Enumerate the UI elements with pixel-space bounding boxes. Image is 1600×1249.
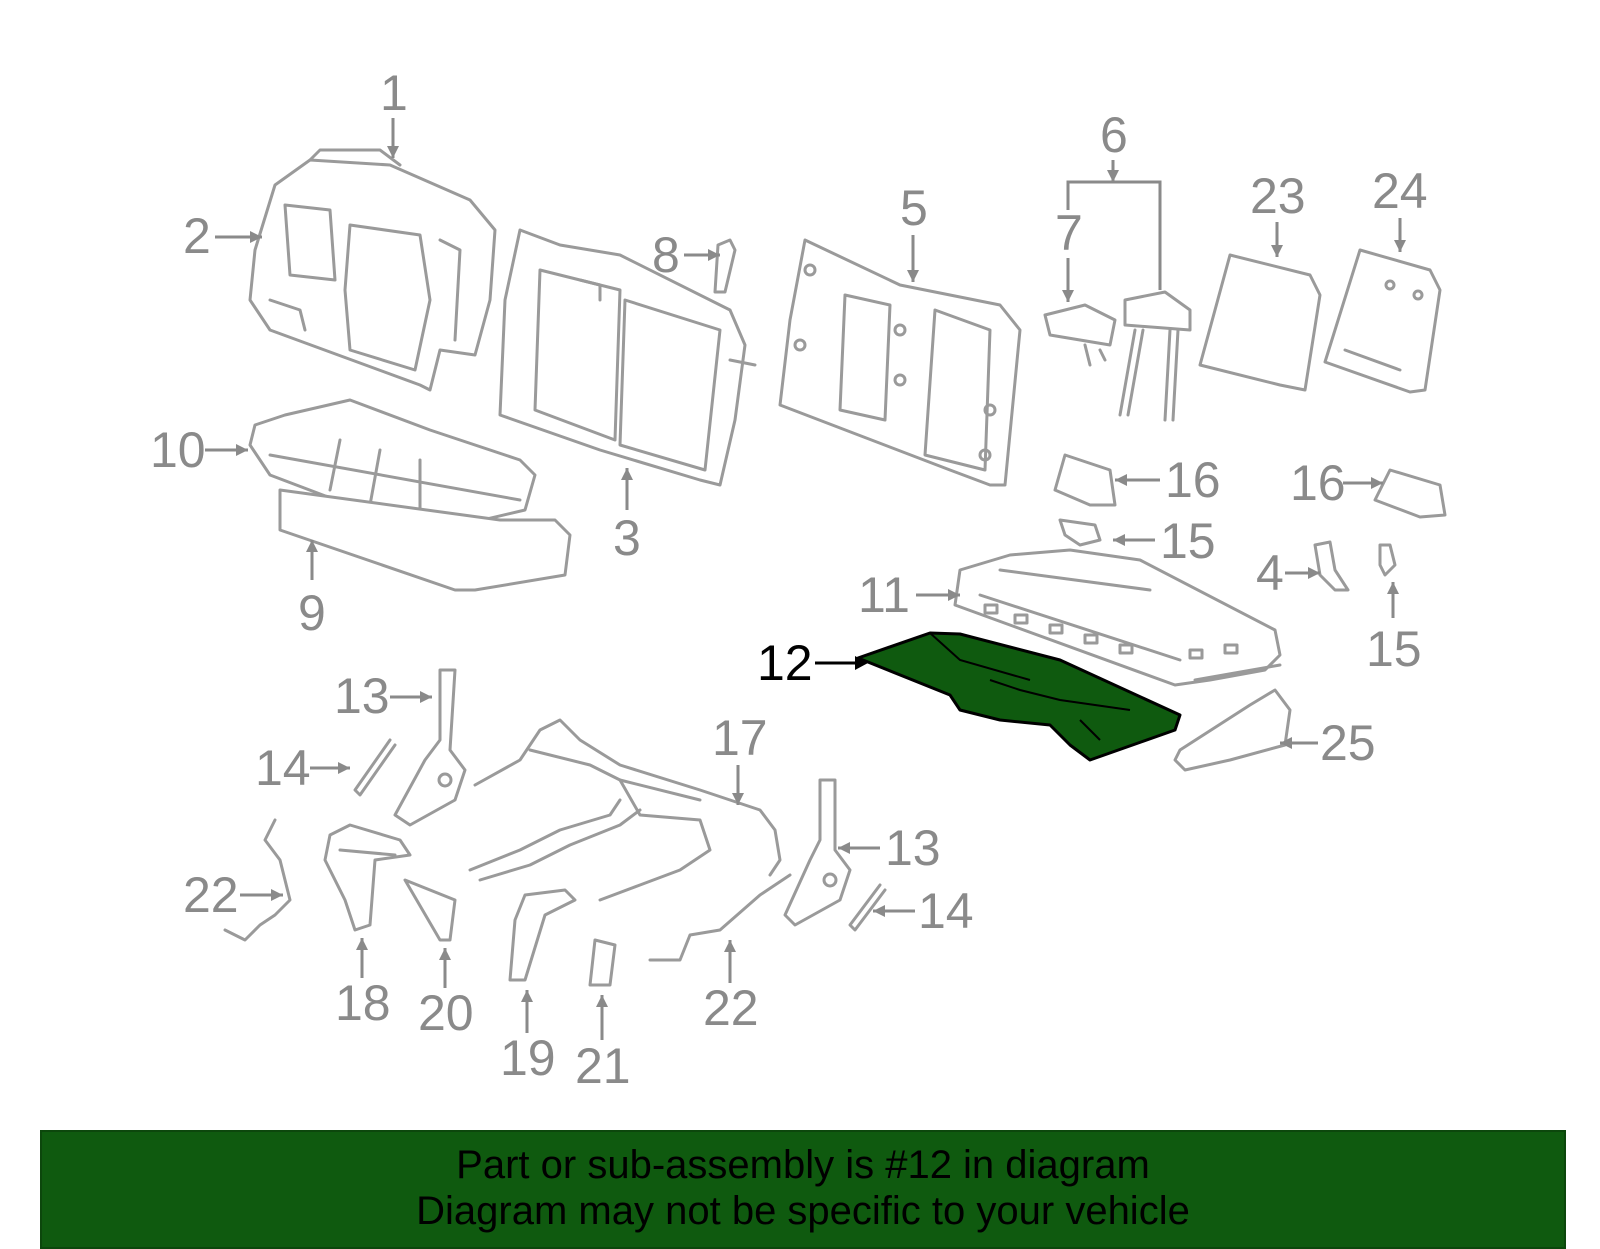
callout-3: 3	[613, 510, 641, 566]
callout-14-b: 14	[918, 883, 974, 939]
leader-arrowhead	[1107, 170, 1119, 182]
leader-arrowhead	[1113, 534, 1125, 546]
leader-arrowhead	[948, 589, 960, 601]
part-cushion-pad-9	[278, 488, 572, 592]
leader-arrowhead	[596, 995, 608, 1007]
banner-line-2: Diagram may not be specific to your vehi…	[416, 1189, 1190, 1233]
callout-17: 17	[712, 710, 768, 766]
part-hinge-13-a	[393, 668, 467, 827]
callout-14-a: 14	[255, 740, 311, 796]
leader-arrowhead	[1308, 567, 1320, 579]
callout-22-a: 22	[183, 867, 239, 923]
leader-arrowhead	[439, 948, 451, 960]
part-cable-22-b	[648, 873, 792, 962]
part-seat-back-panel	[778, 238, 1022, 487]
leader-arrowhead	[907, 270, 919, 282]
callout-6: 6	[1100, 107, 1128, 163]
part-panel-23	[1198, 253, 1322, 392]
part-seat-back-cover	[248, 148, 497, 392]
part-bracket-14-b	[848, 883, 887, 932]
callout-13-a: 13	[334, 668, 390, 724]
part-bumper-15-b	[1378, 543, 1397, 577]
leader-arrowhead	[1115, 474, 1127, 486]
leader-arrowhead	[1271, 245, 1283, 257]
leader-arrowhead	[1062, 290, 1074, 302]
leader-arrowhead	[873, 905, 885, 917]
leader-arrowhead	[420, 691, 432, 703]
leader-arrowhead	[387, 146, 399, 158]
leader-arrowhead	[236, 444, 248, 456]
callout-22-b: 22	[703, 980, 759, 1036]
part-seat-cushion-frame	[953, 548, 1282, 687]
leader-arrowhead	[521, 990, 533, 1002]
leader-arrowhead	[621, 468, 633, 480]
callout-21: 21	[575, 1038, 631, 1094]
callout-10: 10	[150, 422, 206, 478]
part-bracket-18	[323, 823, 412, 932]
part-clip-8	[713, 238, 737, 294]
callout-15-b: 15	[1366, 621, 1422, 677]
callout-layer: 1 2 8 5 6 7 23 24 10 3 9 16 16 15 4 15 1…	[150, 65, 1428, 1094]
callout-19: 19	[500, 1030, 556, 1086]
parts-diagram	[223, 148, 1447, 987]
leader-arrowhead	[356, 938, 368, 950]
part-panel-20	[403, 878, 457, 942]
leader-arrowhead	[250, 231, 262, 243]
part-trim-19	[508, 888, 577, 982]
leader-arrowhead	[708, 249, 720, 261]
part-bumper-15-a	[1058, 518, 1102, 547]
leader-arrowhead	[1280, 737, 1292, 749]
callout-4: 4	[1256, 545, 1284, 601]
leader-arrowhead	[732, 793, 744, 805]
callout-16-a: 16	[1165, 452, 1221, 508]
callout-7: 7	[1055, 205, 1083, 261]
callout-15-a: 15	[1160, 513, 1216, 569]
part-bracket-14-a	[353, 738, 397, 797]
leader-arrowhead	[338, 762, 350, 774]
part-headrest-6	[1118, 290, 1192, 422]
callout-1: 1	[380, 65, 408, 121]
banner-line-1: Part or sub-assembly is #12 in diagram	[456, 1143, 1150, 1187]
callout-24: 24	[1372, 163, 1428, 219]
part-headrest-7	[1043, 303, 1117, 367]
part-seat-frame-17	[468, 718, 782, 902]
part-12-highlighted	[856, 631, 1182, 762]
part-cable-22-a	[223, 818, 292, 942]
leader-arrowhead	[838, 842, 850, 854]
callout-12-highlight: 12	[757, 635, 813, 691]
part-panel-24	[1323, 248, 1442, 394]
leader-arrowhead	[306, 540, 318, 552]
callout-16-b: 16	[1290, 455, 1346, 511]
callout-5: 5	[900, 180, 928, 236]
callout-11: 11	[858, 567, 910, 623]
part-seat-cushion-cover	[248, 398, 537, 532]
part-bracket-16-a	[1053, 453, 1117, 507]
callout-8: 8	[652, 227, 680, 283]
callout-23: 23	[1250, 168, 1306, 224]
part-clip-21	[588, 938, 617, 987]
part-bracket-4	[1313, 540, 1350, 592]
callout-13-b: 13	[885, 820, 941, 876]
callout-18: 18	[335, 975, 391, 1031]
leader-arrowhead	[1371, 477, 1383, 489]
part-bracket-16-b	[1373, 468, 1447, 519]
leader-arrowhead	[1394, 240, 1406, 252]
leader-arrowhead	[1387, 582, 1399, 594]
callout-20: 20	[418, 985, 474, 1041]
part-hinge-13-b	[783, 778, 852, 927]
info-banner: Part or sub-assembly is #12 in diagram D…	[40, 1130, 1566, 1249]
callout-9: 9	[298, 585, 326, 641]
leader-arrowhead	[724, 940, 736, 952]
callout-2: 2	[183, 208, 211, 264]
leader-arrowhead	[271, 889, 283, 901]
part-seat-back-frame	[498, 228, 757, 487]
callout-25: 25	[1320, 715, 1376, 771]
